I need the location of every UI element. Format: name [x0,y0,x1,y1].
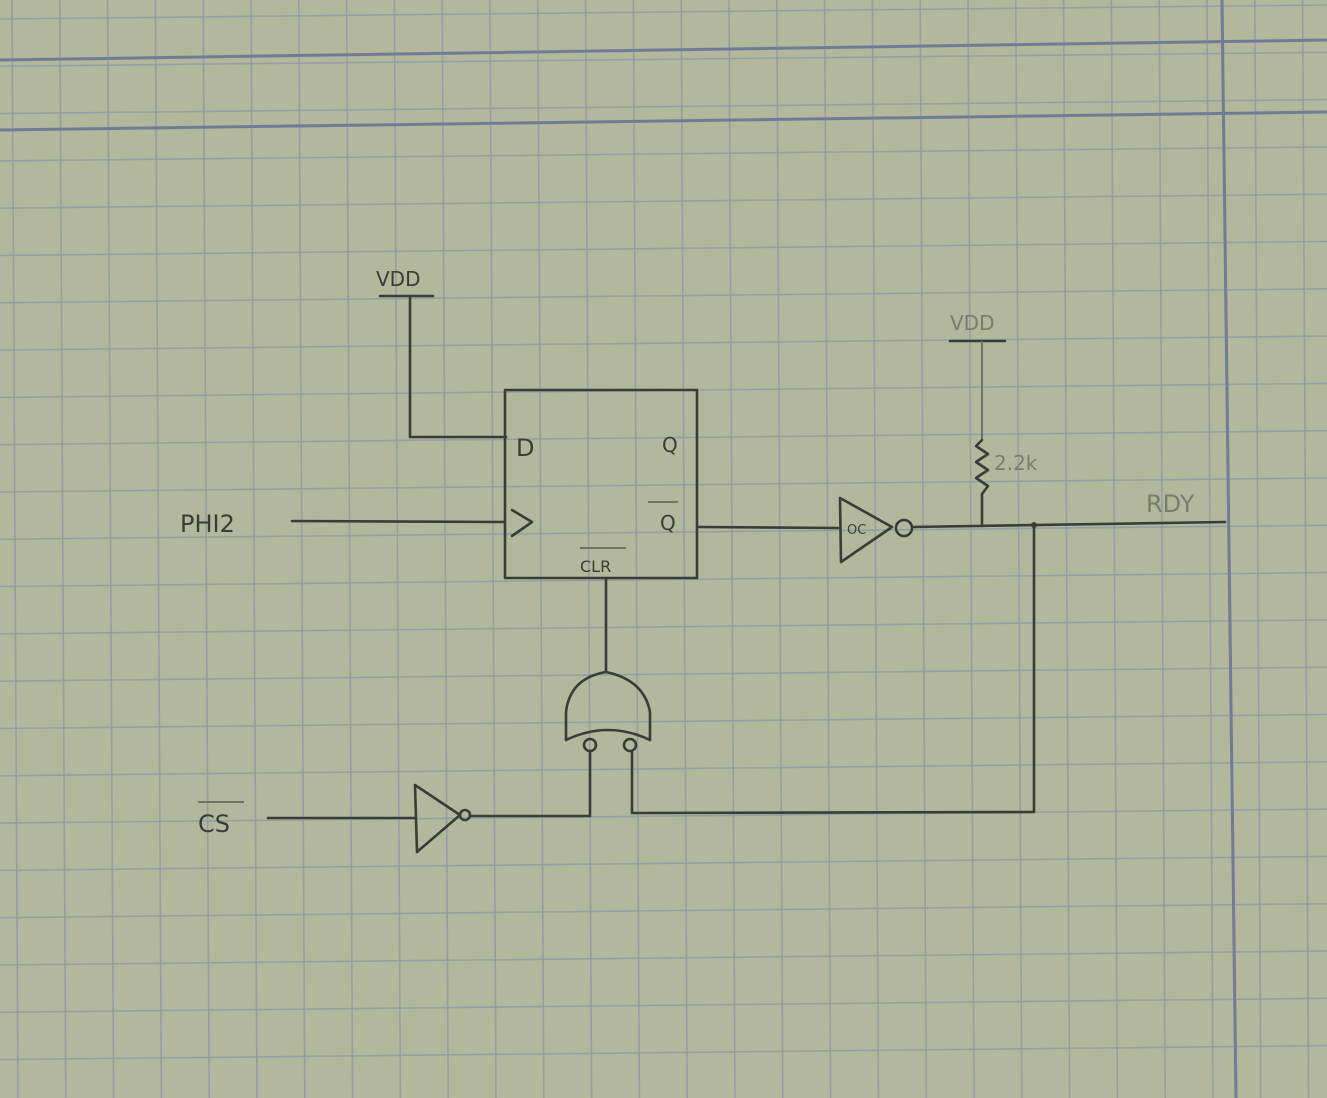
grid-line-horizontal [0,761,1327,777]
grid-line-horizontal [0,524,1327,541]
ff-qbar-pin-label: Q [660,511,676,535]
vdd-supply-right: VDD [948,311,1007,440]
grid-line-horizontal [0,1044,1327,1061]
grid-line-horizontal [0,666,1327,682]
grid-line-vertical [1254,0,1262,1098]
grid-line-vertical [871,0,880,1098]
vdd-supply-left: VDD [376,267,508,439]
grid-line-vertical [489,0,497,1098]
grid-line-horizontal [0,98,1327,115]
grid-line-vertical [441,0,450,1098]
grid-line-vertical [1062,0,1071,1098]
grid-line-horizontal [0,335,1327,351]
grid-line-vertical [536,0,545,1098]
grid-line-horizontal [0,240,1327,257]
grid-line-vertical [632,0,641,1098]
grid-line-horizontal [0,997,1327,1014]
grid-line-horizontal [0,619,1327,635]
grid-line-vertical [11,0,19,1098]
ff-clr-pin-label: CLR [580,557,611,576]
grid-line-vertical [1158,0,1166,1098]
rdy-wire [910,520,1227,529]
grid-line-horizontal [0,571,1327,588]
grid-line-horizontal [0,429,1327,446]
phi2-label: PHI2 [180,510,235,538]
grid-line-horizontal [0,4,1327,20]
qbar-wire [695,525,840,530]
grid-line-vertical [345,0,354,1098]
feedback-wire [630,523,1036,815]
phi2-wire [290,519,507,524]
cs-label: CS [198,810,230,838]
grid-line-vertical [823,0,832,1098]
grid-line-vertical [919,0,928,1098]
grid-line-horizontal [0,808,1327,824]
resistor-pullup: 2.2k [974,438,1038,528]
grid-line-horizontal [0,146,1327,162]
grid-line-vertical [1301,0,1310,1098]
grid-line-horizontal [0,51,1327,68]
grid-line-vertical [728,0,736,1098]
grid-line-vertical [680,0,689,1098]
grid-line-vertical [393,0,402,1098]
ff-q-pin-label: Q [662,433,678,457]
grid-line-horizontal [0,855,1327,872]
ff-d-pin-label: D [516,434,534,462]
margin-line-right [1220,0,1238,1098]
grid-line-vertical [775,0,784,1098]
oc-label: OC [847,523,866,538]
grid-line-vertical [1014,0,1023,1098]
open-collector-inverter: OC [838,496,914,564]
grid-line-horizontal [0,193,1327,209]
grid-line-vertical [154,0,163,1098]
clock-triangle-icon [510,508,534,538]
grid-line-vertical [1110,0,1119,1098]
vdd-right-label: VDD [950,311,994,335]
rdy-label: RDY [1146,490,1195,518]
margin-line-second [0,110,1327,132]
grid-line-horizontal [0,288,1327,304]
margin-line-top [0,38,1327,62]
grid-line-vertical [106,0,115,1098]
grid-line-vertical [967,0,975,1098]
grid-line-horizontal [0,902,1327,919]
vdd-left-label: VDD [376,267,420,291]
grid-line-horizontal [0,477,1327,493]
grid-line-vertical [59,0,67,1098]
grid-line-horizontal [0,713,1327,730]
resistor-value-label: 2.2k [994,451,1038,475]
d-flip-flop: D Q Q CLR [503,388,699,580]
grid-line-vertical [1206,0,1214,1098]
grid-line-horizontal [0,950,1327,966]
cs-inverted-wire [468,749,592,818]
